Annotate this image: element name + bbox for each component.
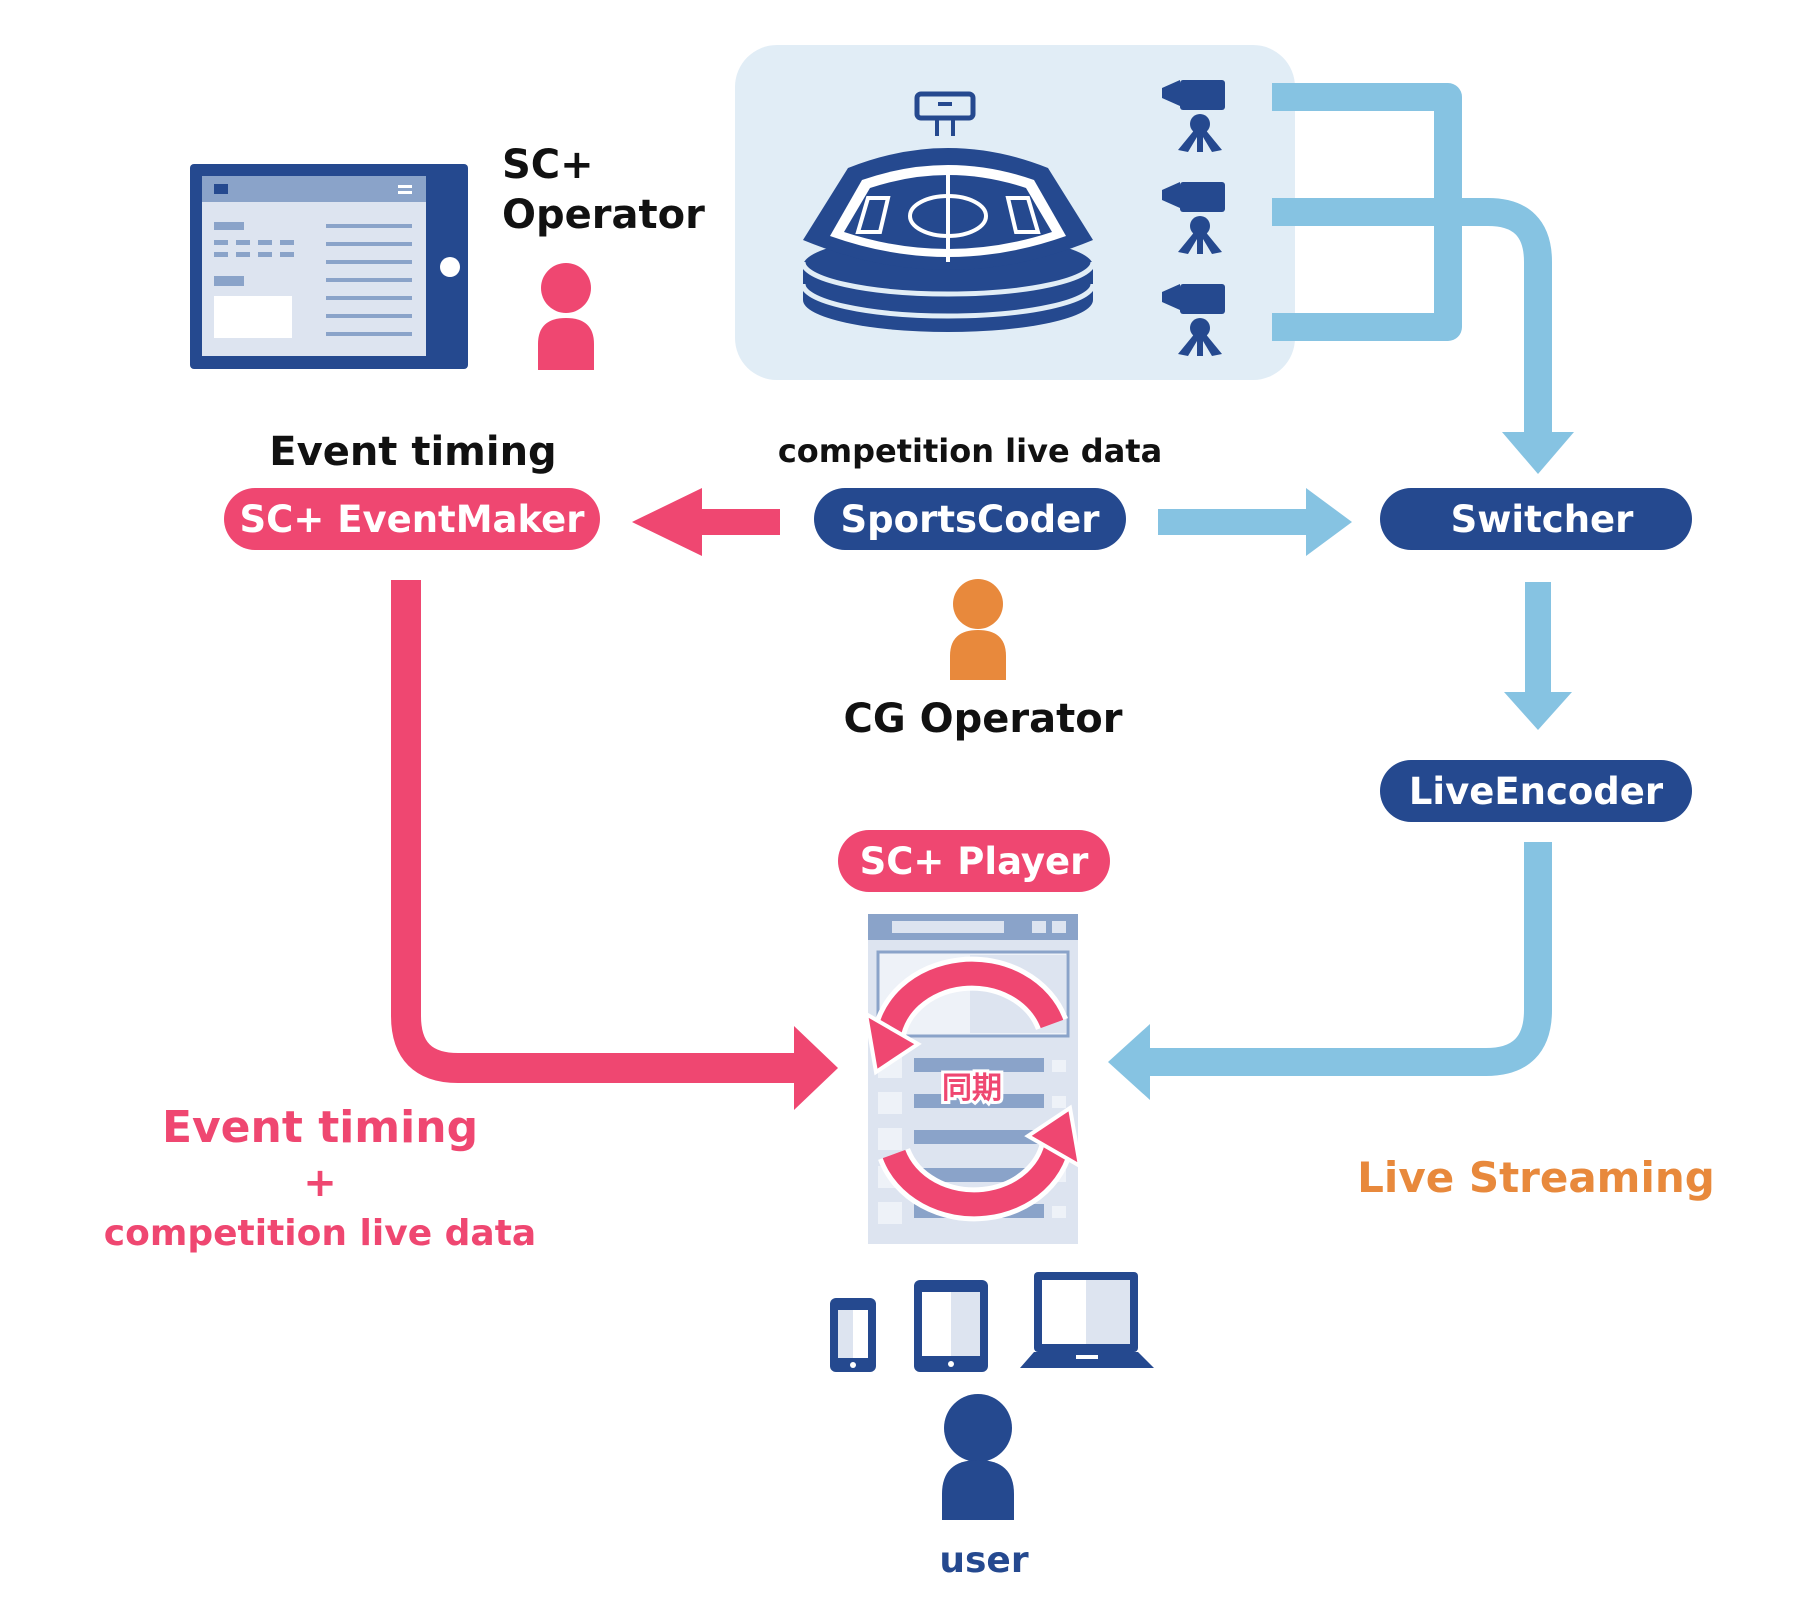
tablet-app-icon bbox=[190, 164, 468, 369]
stadium-icon bbox=[800, 91, 1096, 332]
video-camera-icon bbox=[1162, 80, 1225, 152]
sportscoder-label: SportsCoder bbox=[841, 498, 1101, 541]
cg-operator-label: CG Operator bbox=[844, 696, 1123, 742]
arrow-to-player-from-encoder bbox=[1108, 1024, 1150, 1100]
camera-feed-connectors bbox=[1272, 83, 1552, 435]
sc-eventmaker-label: SC+ EventMaker bbox=[240, 498, 586, 541]
switcher-label: Switcher bbox=[1451, 498, 1635, 541]
laptop-icon bbox=[1020, 1272, 1154, 1368]
person-icon bbox=[538, 263, 594, 370]
sc-player-label: SC+ Player bbox=[860, 840, 1090, 883]
person-icon bbox=[950, 579, 1006, 680]
live-stream-connector bbox=[1140, 842, 1552, 1076]
competition-live-data-bottom-label: competition live data bbox=[104, 1213, 536, 1254]
liveencoder-label: LiveEncoder bbox=[1409, 770, 1664, 813]
sync-arrows-icon: 同期 bbox=[863, 956, 1083, 1222]
sc-eventmaker-node: SC+ EventMaker bbox=[224, 488, 600, 550]
smartphone-icon bbox=[830, 1298, 876, 1372]
sc-operator-label-line2: Operator bbox=[502, 192, 705, 238]
arrow-to-eventmaker bbox=[632, 488, 780, 556]
sc-operator-label-line1: SC+ bbox=[502, 142, 594, 188]
tablet-icon bbox=[914, 1280, 988, 1372]
arrow-to-liveencoder bbox=[1504, 582, 1572, 730]
sc-player-node: SC+ Player bbox=[838, 830, 1110, 892]
sync-label: 同期 bbox=[942, 1071, 1002, 1106]
switcher-node: Switcher bbox=[1380, 488, 1692, 550]
arrow-to-player-from-eventmaker bbox=[794, 1026, 838, 1110]
liveencoder-node: LiveEncoder bbox=[1380, 760, 1692, 822]
live-streaming-label: Live Streaming bbox=[1357, 1153, 1715, 1202]
person-icon bbox=[942, 1394, 1014, 1520]
arrow-to-switcher bbox=[1502, 432, 1574, 474]
event-timing-connector bbox=[391, 580, 804, 1083]
event-timing-label: Event timing bbox=[269, 429, 556, 475]
event-timing-bottom-label: Event timing bbox=[162, 1102, 478, 1153]
user-label: user bbox=[939, 1540, 1028, 1581]
sportscoder-node: SportsCoder bbox=[814, 488, 1126, 550]
video-camera-icon bbox=[1162, 182, 1225, 254]
arrow-to-switcher-from-sportscoder bbox=[1158, 488, 1352, 556]
video-camera-icon bbox=[1162, 284, 1225, 356]
plus-label: + bbox=[303, 1160, 337, 1206]
competition-live-data-label: competition live data bbox=[778, 432, 1162, 470]
